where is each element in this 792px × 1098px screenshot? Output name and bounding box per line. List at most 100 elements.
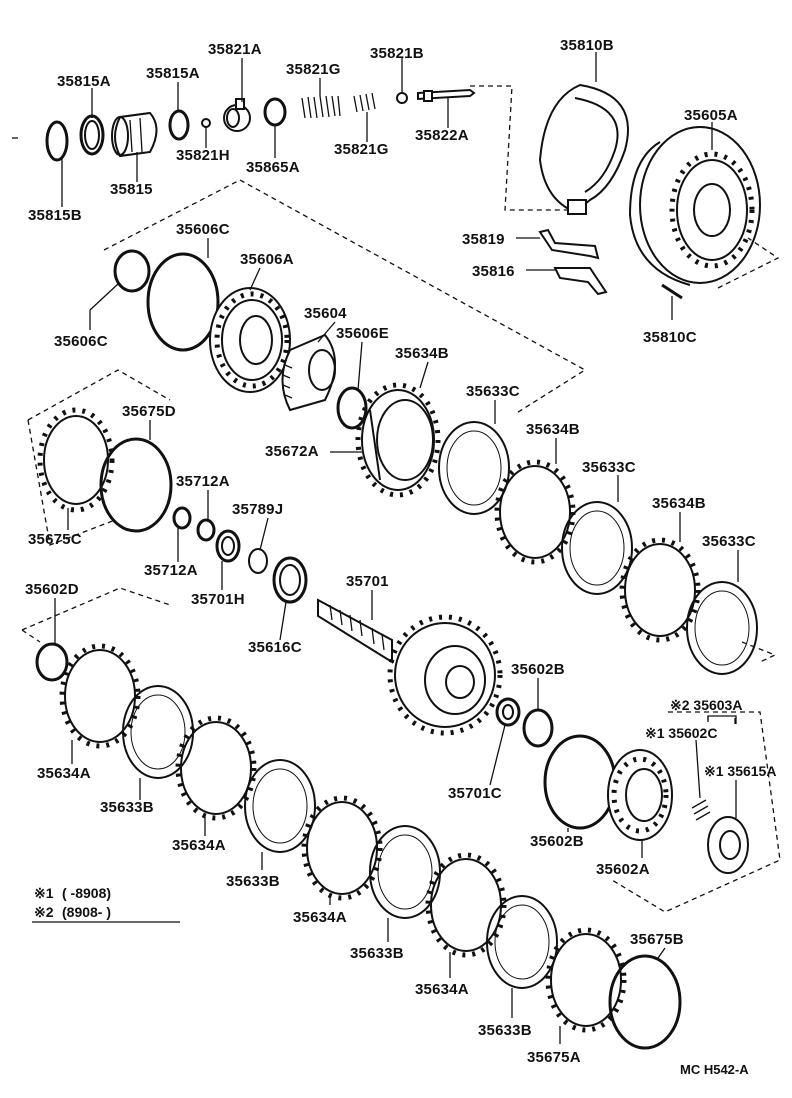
clutch-plate-35634B-b — [619, 537, 701, 643]
oring-35606C-large — [146, 252, 220, 352]
pin-35821H — [201, 118, 211, 128]
clutch-disc-35633B-a — [122, 685, 194, 779]
label-35819: 35819 — [462, 231, 505, 248]
pressure-plate-35675A — [545, 927, 627, 1033]
brake-band-35810B — [538, 83, 629, 215]
label-35634A-d: 35634A — [415, 981, 469, 998]
group-bracket-35603A — [707, 715, 737, 724]
spring-35821G-a — [300, 95, 341, 119]
leader-lines — [54, 52, 739, 1044]
label-35634B-b: 35634B — [526, 421, 580, 438]
label-35701: 35701 — [346, 573, 389, 590]
label-35602C: ※1 35602C — [645, 725, 717, 741]
label-35602B-a: 35602B — [511, 661, 565, 678]
washer-35789J — [248, 548, 268, 574]
clutch-plate-35634B-a — [494, 459, 576, 565]
servo-piston-35815 — [111, 111, 158, 158]
washer-35821B — [396, 92, 408, 104]
outline-rear-clutch-lower — [27, 419, 116, 546]
clutch-disc-35633C-c — [686, 581, 758, 675]
clutch-disc-35633C-b — [561, 501, 633, 595]
snap-ring-35815B — [12, 120, 69, 162]
diagram-code: MC H542-A — [680, 1062, 749, 1077]
label-35605A: 35605A — [684, 107, 738, 124]
oring-35602B-large — [543, 734, 617, 830]
label-35712A-b: 35712A — [144, 562, 198, 579]
oring-35602D — [35, 642, 69, 682]
bearing-35701C — [495, 697, 521, 727]
label-35675A: 35675A — [527, 1049, 581, 1066]
outline-rear-plates — [741, 641, 777, 663]
spring-retainer-35604 — [281, 333, 336, 412]
snap-ring-35606E — [336, 386, 368, 430]
outline-rear-clutch — [27, 369, 171, 421]
outline-direct-clutch-low — [21, 629, 41, 643]
label-35603A: ※2 35603A — [670, 697, 742, 713]
label-35633C-c: 35633C — [702, 533, 756, 550]
rod-35822A — [417, 88, 476, 102]
note2-mark: ※2 — [34, 904, 54, 920]
label-35615A: ※1 35615A — [704, 763, 776, 779]
input-shaft-drum-35701 — [317, 598, 503, 736]
label-35602D: 35602D — [25, 581, 79, 598]
footnotes: ※1 ( -8908) ※2 (8908- ) — [32, 885, 180, 923]
label-35815: 35815 — [110, 181, 153, 198]
clutch-piston-35606A — [209, 287, 291, 393]
spring-35602C — [691, 799, 711, 821]
outline-brake-drum — [717, 237, 780, 289]
label-35633C-b: 35633C — [582, 459, 636, 476]
label-35701H: 35701H — [191, 591, 245, 608]
label-35616C: 35616C — [248, 639, 302, 656]
clutch-disc-35633C-a — [438, 421, 510, 515]
snap-ring-35675D — [99, 437, 173, 533]
label-35865A: 35865A — [246, 159, 300, 176]
label-35633B-a: 35633B — [100, 799, 154, 816]
label-35815A-a: 35815A — [57, 73, 111, 90]
label-35633B-d: 35633B — [478, 1022, 532, 1039]
outline-band-servo — [470, 85, 570, 211]
label-35672A: 35672A — [265, 443, 319, 460]
clutch-plate-35634A-a — [59, 643, 141, 749]
label-35712A-a: 35712A — [176, 473, 230, 490]
servo-cover-35821A — [223, 98, 251, 132]
label-35606C-top: 35606C — [176, 221, 230, 238]
oring-35606C-small — [113, 249, 151, 293]
snap-ring-35675B — [608, 954, 682, 1050]
ring-35865A — [263, 97, 287, 127]
ring-35712A-a — [172, 506, 192, 530]
label-35633C-a: 35633C — [466, 383, 520, 400]
label-35789J: 35789J — [232, 501, 283, 518]
ring-35815A-b — [168, 109, 190, 141]
label-35821A: 35821A — [208, 41, 262, 58]
label-35822A: 35822A — [415, 127, 469, 144]
label-35675D: 35675D — [122, 403, 176, 420]
label-35602B-b: 35602B — [530, 833, 584, 850]
note1-mark: ※1 — [34, 885, 54, 901]
label-35634A-a: 35634A — [37, 765, 91, 782]
label-35633B-b: 35633B — [226, 873, 280, 890]
label-35602A: 35602A — [596, 861, 650, 878]
pin-35810C — [661, 283, 683, 300]
thrust-washer-35616C — [272, 556, 308, 604]
label-35815B: 35815B — [28, 207, 82, 224]
label-35634B-c: 35634B — [652, 495, 706, 512]
label-35815A-b: 35815A — [146, 65, 200, 82]
outline-front-clutch — [103, 179, 587, 415]
clutch-plate-35634A-b — [175, 715, 257, 821]
piston-35602A — [607, 749, 673, 841]
clutch-plate-35634A-c — [301, 795, 383, 901]
label-35701C: 35701C — [448, 785, 502, 802]
strut-35816 — [553, 267, 608, 296]
label-35634A-c: 35634A — [293, 909, 347, 926]
label-35810B: 35810B — [560, 37, 614, 54]
label-35606E: 35606E — [336, 325, 389, 342]
label-35634B-a: 35634B — [395, 345, 449, 362]
outline-piston-assy — [611, 711, 781, 913]
retainer-35615A — [707, 816, 749, 874]
clutch-disc-35633B-b — [244, 759, 316, 853]
note1-range: ( -8908) — [62, 885, 111, 901]
spring-35821G-b — [353, 92, 376, 113]
bearing-35701H — [215, 529, 241, 563]
